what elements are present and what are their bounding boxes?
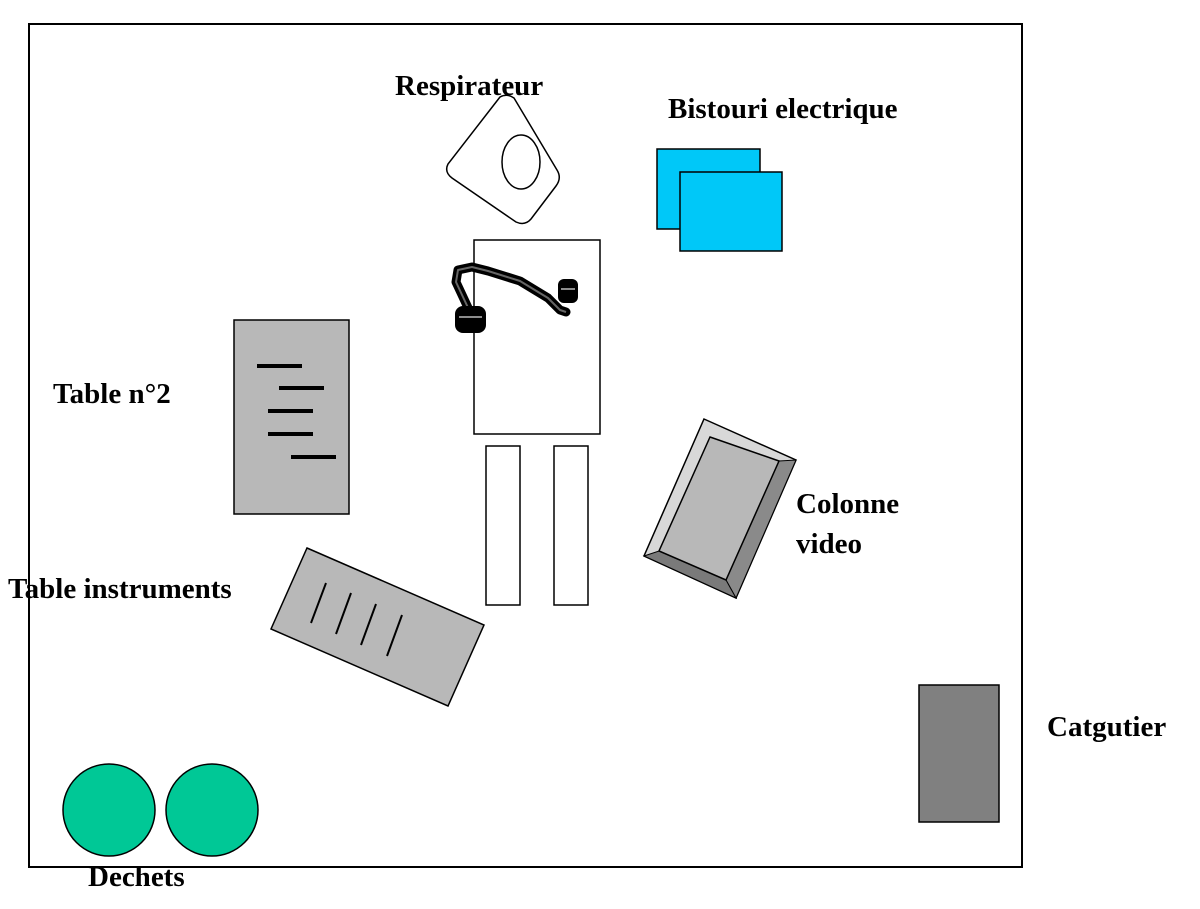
table-2-surface: [233, 319, 350, 515]
surgical-arm-inner: [455, 266, 567, 313]
bistouri-electrique-device: [656, 148, 783, 252]
label-respirateur: Respirateur: [395, 70, 543, 102]
label-catgutier: Catgutier: [1047, 711, 1166, 743]
label-table-2: Table n°2: [53, 378, 171, 410]
table-instruments-tool: [386, 614, 403, 657]
label-table-instruments: Table instruments: [8, 573, 232, 605]
label-bistouri-electrique: Bistouri electrique: [668, 93, 898, 125]
respirateur-dial: [501, 134, 541, 190]
table-instruments-tool: [335, 592, 352, 635]
surgical-arm: [451, 262, 578, 333]
room-outline: [28, 23, 1023, 868]
table-2: [233, 319, 350, 515]
table-instruments-surface: [270, 547, 485, 707]
label-video: video: [796, 528, 862, 560]
surgical-arm-tool: [558, 279, 578, 303]
colonne-video-screen: [658, 436, 781, 581]
catgutier-cabinet: [918, 684, 1000, 823]
surgical-arm-base: [455, 306, 486, 333]
colonne-video: [642, 418, 797, 600]
operating-table: [473, 239, 601, 606]
dechets-bins: [62, 763, 259, 857]
operating-table-leg-right: [553, 445, 589, 606]
dechets-bin-right: [165, 763, 259, 857]
table-instruments: [270, 547, 485, 707]
operating-table-leg-left: [485, 445, 521, 606]
table-instruments-tool: [310, 582, 327, 624]
operating-table-top: [473, 239, 601, 435]
table-instruments-tool: [360, 603, 377, 646]
label-dechets: Dechets: [88, 861, 185, 893]
bistouri-unit-front: [679, 171, 783, 252]
dechets-bin-left: [62, 763, 156, 857]
respirateur-device: [445, 94, 560, 225]
label-colonne: Colonne: [796, 488, 899, 520]
